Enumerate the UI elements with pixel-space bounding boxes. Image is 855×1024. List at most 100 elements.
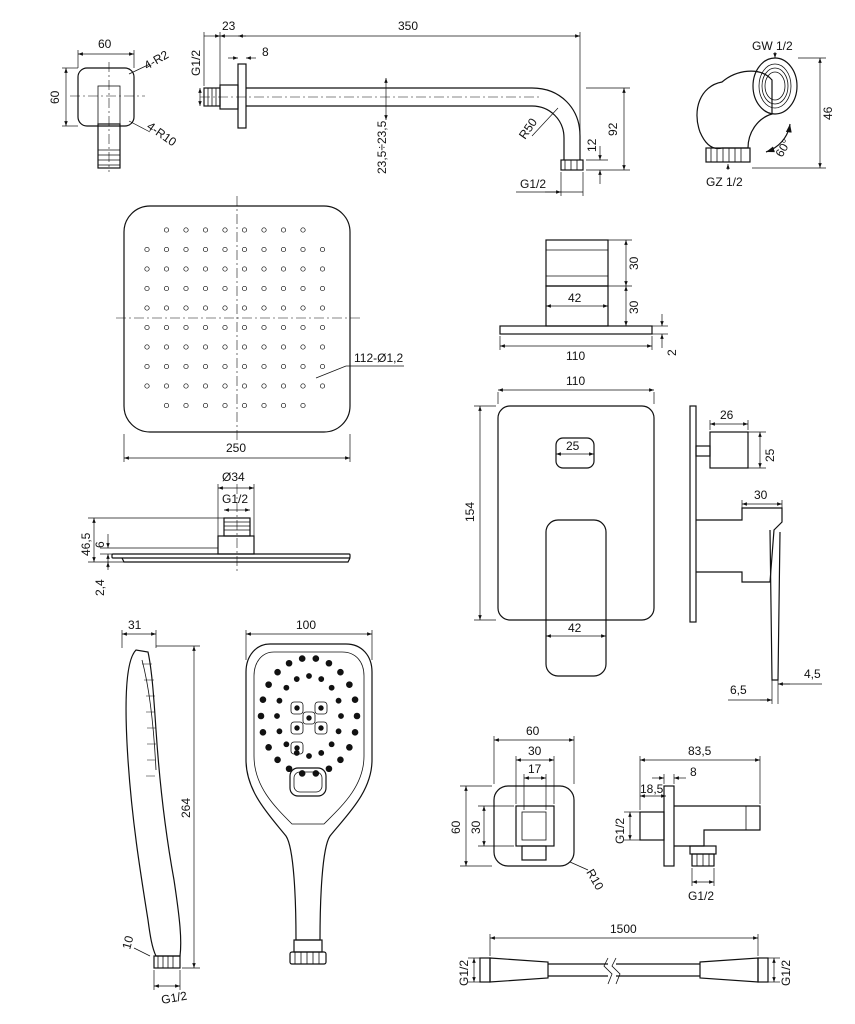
nozzle-hole — [202, 363, 209, 370]
overhead-thickness: 2,4 — [93, 579, 107, 596]
elbow-thread-top: GW 1/2 — [752, 39, 793, 53]
handshower-nozzle — [294, 705, 300, 711]
nozzle-hole — [202, 246, 209, 253]
handshower-nozzle — [335, 697, 342, 704]
mixer-knob-25: 25 — [566, 439, 580, 453]
arm-drop-92: 92 — [606, 122, 620, 136]
nozzle-hole — [202, 266, 209, 272]
nozzle-hole — [163, 305, 170, 311]
handshower-front-view: 100 — [245, 618, 373, 965]
nozzle-hole — [300, 266, 306, 272]
handshower-nozzle — [346, 681, 353, 688]
nozzle-hole — [241, 363, 248, 370]
outlet-width-60: 60 — [526, 724, 540, 738]
mixer-side-25: 25 — [763, 448, 777, 462]
overhead-height-6: 6 — [93, 541, 107, 548]
outlet-thread-side: G1/2 — [613, 818, 627, 844]
nozzle-hole — [202, 383, 209, 389]
nozzle-hole — [261, 402, 267, 409]
nozzle-hole — [319, 305, 326, 311]
handshower-center-nozzle — [314, 721, 328, 735]
handshower-nozzle — [276, 697, 283, 704]
handshower-nozzle — [353, 712, 361, 720]
arm-length-23: 23 — [222, 19, 236, 33]
overhead-height-46-5: 46,5 — [79, 532, 93, 556]
mixer-front-view: 110 154 25 42 — [463, 374, 655, 677]
nozzle-hole — [222, 344, 228, 350]
overhead-diameter-34: Ø34 — [222, 470, 245, 484]
nozzle-hole — [144, 324, 150, 331]
arm-radius-r50: R50 — [516, 115, 540, 141]
handshower-nozzle — [318, 725, 324, 731]
arm-length-8: 8 — [262, 45, 269, 59]
nozzle-hole — [319, 285, 326, 292]
nozzle-hole — [280, 402, 287, 409]
overhead-width-250: 250 — [226, 441, 246, 455]
handshower-nozzle — [351, 696, 359, 703]
handshower-nozzle — [274, 713, 280, 719]
nozzle-hole — [222, 266, 228, 272]
nozzle-hole — [183, 246, 189, 253]
nozzle-hole — [163, 324, 170, 331]
overhead-holes-label: 112-Ø1,2 — [354, 351, 403, 365]
shower-hose: 1500 G1/2 G1/2 — [457, 922, 793, 986]
nozzle-hole — [300, 285, 306, 292]
handshower-nozzle — [328, 741, 335, 748]
handshower-width-100: 100 — [296, 618, 316, 632]
nozzle-hole — [280, 305, 287, 311]
nozzle-hole — [163, 402, 170, 409]
nozzle-hole — [280, 344, 287, 350]
hose-length-1500: 1500 — [610, 922, 637, 936]
mixer-side-4-5: 4,5 — [804, 667, 821, 681]
nozzle-hole — [300, 227, 306, 233]
nozzle-hole — [261, 363, 267, 370]
outlet-height-30: 30 — [469, 820, 483, 834]
nozzle-hole — [163, 266, 170, 272]
nozzle-hole — [261, 324, 267, 331]
nozzle-hole — [222, 305, 228, 311]
nozzle-hole — [241, 227, 248, 233]
nozzle-hole — [183, 383, 189, 389]
nozzle-hole — [202, 344, 209, 350]
handshower-nozzle — [325, 659, 333, 667]
nozzle-hole — [163, 246, 170, 253]
handshower-nozzle — [298, 655, 306, 662]
nozzle-hole — [183, 227, 189, 233]
handshower-nozzle — [318, 676, 325, 682]
nozzle-hole — [222, 402, 228, 409]
nozzle-hole — [222, 285, 228, 292]
nozzle-hole — [183, 402, 189, 409]
mixer-side-26: 26 — [720, 408, 734, 422]
arm-thread-left: G1/2 — [189, 50, 203, 76]
handshower-depth-31: 31 — [128, 618, 142, 632]
nozzle-hole — [144, 344, 150, 350]
handshower-nozzle — [283, 684, 290, 691]
nozzle-hole — [183, 344, 189, 350]
nozzle-hole — [280, 266, 287, 272]
handshower-nozzle — [346, 744, 353, 751]
handshower-nozzle — [283, 741, 290, 748]
nozzle-hole — [261, 246, 267, 253]
outlet-width-30: 30 — [528, 744, 542, 758]
handshower-center-nozzle — [290, 721, 304, 735]
outlet-depth-8: 8 — [690, 765, 697, 779]
handshower-nozzle — [312, 655, 320, 662]
handshower-nozzle — [318, 750, 325, 756]
arm-plate-height: 60 — [48, 90, 62, 104]
arm-radius-r2: 4-R2 — [142, 47, 172, 72]
nozzle-hole — [183, 305, 189, 311]
nozzle-hole — [261, 227, 267, 233]
mixer-height-154: 154 — [463, 502, 477, 522]
diverter-thickness-2: 2 — [665, 349, 679, 356]
nozzle-hole — [144, 383, 150, 389]
nozzle-hole — [280, 324, 287, 331]
nozzle-hole — [222, 246, 228, 253]
outlet-depth-18-5: 18,5 — [640, 782, 664, 796]
handshower-nozzle — [285, 659, 293, 667]
nozzle-hole — [183, 363, 189, 370]
handshower-nozzle — [274, 756, 281, 764]
nozzle-hole — [222, 383, 228, 389]
elbow-adapter: GW 1/2 GZ 1/2 46 60° — [696, 39, 835, 189]
overhead-shower-top-view: 112-Ø1,2 250 — [116, 196, 404, 462]
